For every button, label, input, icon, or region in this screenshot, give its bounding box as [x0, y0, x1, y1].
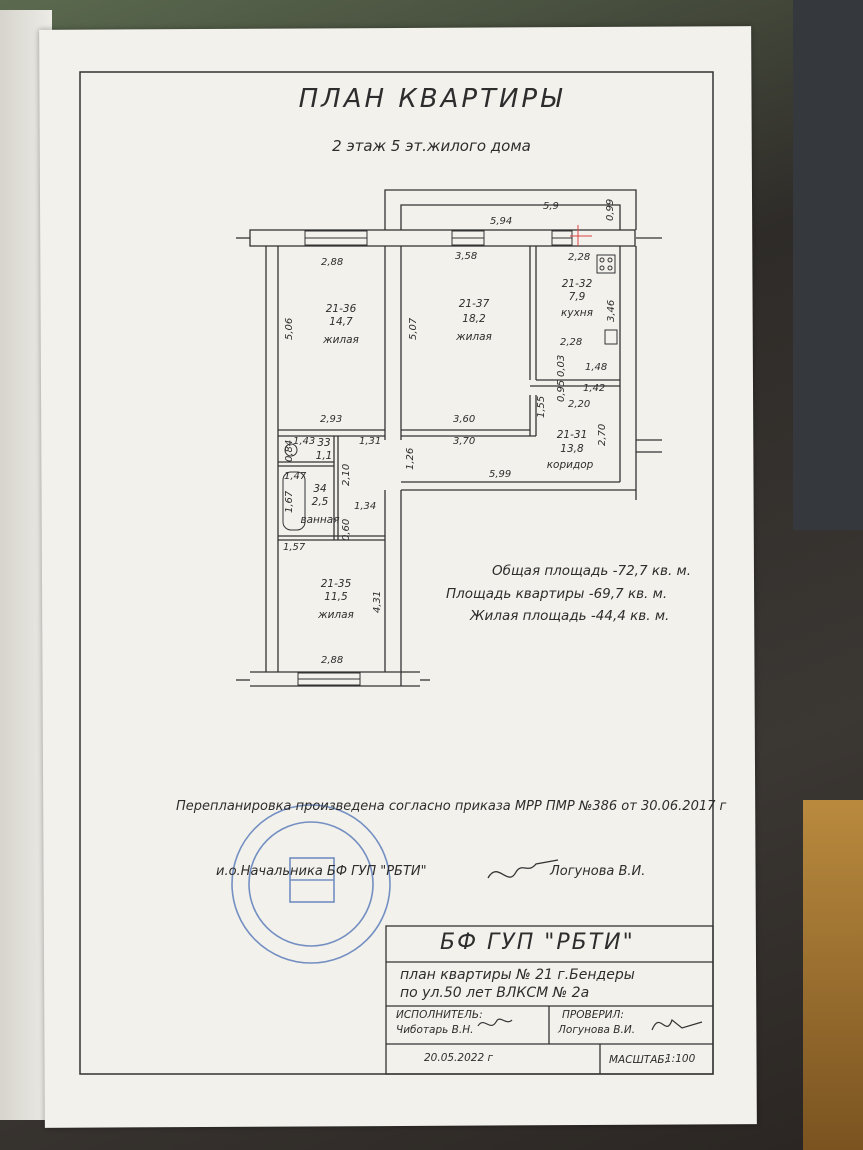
room-37-code: 21-37 [458, 298, 490, 310]
room-37-type: жилая [456, 331, 492, 343]
room-36-code: 21-36 [325, 303, 357, 315]
room-36-area: 14,7 [329, 316, 353, 328]
room-32-type: кухня [561, 307, 593, 319]
dim-210: 2,10 [341, 463, 352, 486]
dim-142: 1,42 [583, 383, 606, 394]
room-34-area: 2,5 [311, 496, 329, 508]
room-33-code: 33 [317, 437, 331, 449]
org-name: БФ ГУП "РБТИ" [440, 930, 635, 955]
room-31-code: 21-31 [556, 429, 588, 441]
chief-name: Логунова В.И. [550, 864, 646, 879]
toilet-icon [284, 443, 298, 457]
dim-270: 2,70 [597, 423, 608, 446]
chief-signature [487, 859, 559, 879]
total-area: Общая площадь -72,7 кв. м. [492, 563, 692, 579]
dim-594: 5,94 [490, 216, 513, 227]
dim-59: 5,9 [543, 201, 559, 212]
dim-506: 5,06 [284, 317, 295, 340]
dim-167: 1,67 [284, 490, 295, 513]
windows [297, 230, 573, 686]
dim-370: 3,70 [453, 436, 476, 447]
scale-label: МАСШТАБ: [609, 1054, 669, 1066]
dim-095: 0,95 [556, 379, 567, 402]
executor-name: Чиботарь В.Н. [396, 1024, 474, 1036]
chief-title: и.о.Начальника БФ ГУП "РБТИ" [216, 864, 427, 879]
room-32-code: 21-32 [561, 278, 593, 290]
checker-signature [651, 1018, 703, 1031]
wooden-surface [803, 800, 863, 1150]
dim-228-mid: 2,28 [560, 337, 583, 348]
dim-143: 1,43 [293, 436, 316, 447]
date: 20.05.2022 г [424, 1052, 493, 1064]
dim-431: 4,31 [372, 590, 383, 613]
dim-293: 2,93 [320, 414, 343, 425]
walls [236, 189, 662, 687]
room-35-type: жилая [318, 609, 354, 621]
room-33-area: 1,1 [315, 450, 333, 462]
dim-131: 1,31 [359, 436, 382, 447]
page-title: ПЛАН КВАРТИРЫ [298, 84, 565, 114]
stamp-seal [231, 804, 391, 964]
dark-object [793, 0, 863, 530]
dim-220: 2,20 [568, 399, 591, 410]
scale-value: 1:100 [665, 1053, 696, 1065]
dim-126: 1,26 [405, 447, 416, 470]
dim-157: 1,57 [283, 542, 306, 553]
plan-line-1: план квартиры № 21 г.Бендеры [400, 967, 635, 983]
dim-134: 1,34 [354, 501, 377, 512]
room-36-type: жилая [323, 334, 359, 346]
executor-label: ИСПОЛНИТЕЛЬ: [396, 1009, 483, 1021]
dim-358: 3,58 [455, 251, 478, 262]
checked-label: ПРОВЕРИЛ: [562, 1009, 624, 1021]
dim-003: 0,03 [556, 354, 567, 377]
dim-288-bottom: 2,88 [321, 655, 344, 666]
dim-147: 1,47 [284, 471, 307, 482]
room-34-code: 34 [313, 483, 327, 495]
dim-060: 0,60 [341, 518, 352, 541]
dim-288-top: 2,88 [321, 257, 344, 268]
dim-346: 3,46 [606, 299, 617, 322]
checked-name: Логунова В.И. [558, 1024, 636, 1036]
apartment-area: Площадь квартиры -69,7 кв. м. [446, 586, 668, 602]
plan-line-2: по ул.50 лет ВЛКСМ № 2а [400, 985, 590, 1001]
dim-084: 0,84 [284, 439, 295, 462]
replanning-note: Перепланировка произведена согласно прик… [176, 799, 727, 814]
dim-360: 3,60 [453, 414, 476, 425]
dim-507: 5,07 [408, 317, 419, 340]
room-37-area: 18,2 [462, 313, 486, 325]
dim-228-top: 2,28 [568, 252, 591, 263]
title-block-lines [385, 925, 714, 1075]
room-31-type: коридор [546, 459, 594, 471]
room-34-type: ванная [300, 514, 340, 526]
room-35-area: 11,5 [324, 591, 348, 603]
page-subtitle: 2 этаж 5 эт.жилого дома [332, 137, 531, 155]
living-area: Жилая площадь -44,4 кв. м. [470, 608, 670, 624]
dim-099: 0,99 [605, 198, 616, 221]
room-35-code: 21-35 [320, 578, 352, 590]
dim-148: 1,48 [585, 362, 608, 373]
room-31-area: 13,8 [560, 443, 584, 455]
room-32-area: 7,9 [568, 291, 586, 303]
executor-signature [477, 1018, 513, 1027]
sink-icon [604, 329, 618, 345]
dim-599: 5,99 [489, 469, 512, 480]
stove-icon [596, 254, 616, 274]
dim-155: 1,55 [536, 395, 547, 418]
red-mark [570, 225, 592, 246]
bathtub-icon [282, 471, 306, 531]
